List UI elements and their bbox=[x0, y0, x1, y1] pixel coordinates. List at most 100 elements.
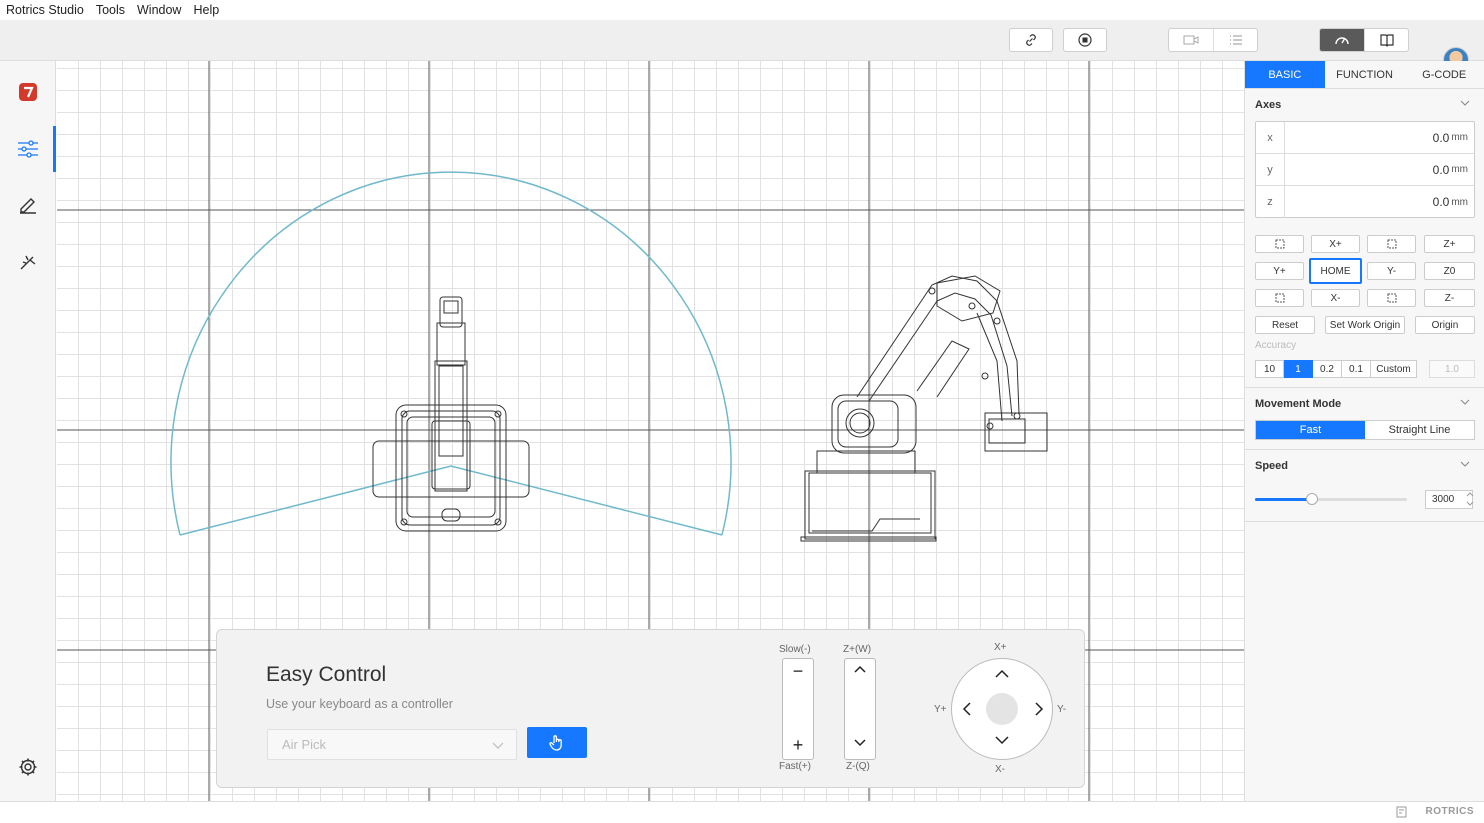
jog-x-plus-button[interactable]: X+ bbox=[1311, 235, 1360, 253]
camera-button[interactable] bbox=[1169, 29, 1213, 51]
arrow-up-icon[interactable] bbox=[994, 667, 1010, 684]
x-plus-label: X+ bbox=[994, 642, 1007, 653]
end-effector-select[interactable]: Air Pick bbox=[267, 729, 517, 760]
accuracy-selector: 10 1 0.2 0.1 Custom bbox=[1255, 360, 1417, 378]
laser-icon bbox=[20, 255, 36, 270]
chevron-down-icon[interactable] bbox=[1460, 99, 1470, 110]
menu-app[interactable]: Rotrics Studio bbox=[6, 3, 84, 17]
chevron-down-icon bbox=[492, 738, 504, 753]
jog-y-plus-button[interactable]: Y+ bbox=[1255, 262, 1304, 280]
panel-tabs: BASIC FUNCTION G-CODE bbox=[1245, 61, 1484, 89]
view-toggle-group bbox=[1168, 28, 1258, 52]
sidebar-item-laser[interactable] bbox=[0, 239, 56, 285]
pad-center-knob[interactable] bbox=[986, 693, 1018, 725]
arrow-right-icon[interactable] bbox=[1032, 701, 1046, 720]
speed-slider-track[interactable] bbox=[1255, 498, 1407, 501]
sidebar-item-draw[interactable] bbox=[0, 181, 56, 227]
jog-z0-button[interactable]: Z0 bbox=[1424, 262, 1475, 280]
chevron-down-icon[interactable] bbox=[1460, 398, 1470, 409]
jog-diagonal-button[interactable] bbox=[1255, 235, 1304, 253]
menu-window[interactable]: Window bbox=[137, 3, 182, 17]
z-up-label: Z+(W) bbox=[843, 644, 872, 655]
tab-gcode[interactable]: G-CODE bbox=[1422, 68, 1467, 81]
brand-label: ROTRICS bbox=[1425, 806, 1474, 817]
accuracy-option[interactable]: 0.2 bbox=[1313, 360, 1342, 378]
jog-z-minus-button[interactable]: Z- bbox=[1424, 289, 1475, 307]
chevron-down-icon[interactable] bbox=[845, 735, 875, 756]
axis-value-number: 0.0 bbox=[1432, 130, 1450, 145]
z-down-label: Z-(Q) bbox=[846, 761, 870, 772]
accuracy-option[interactable]: 10 bbox=[1255, 360, 1284, 378]
sidebar-item-control[interactable] bbox=[0, 126, 56, 172]
jog-diagonal-button[interactable] bbox=[1255, 289, 1304, 307]
arm-side-view bbox=[800, 275, 1048, 542]
stepper-arrows-icon bbox=[1466, 492, 1474, 506]
enable-keyboard-button[interactable] bbox=[527, 727, 587, 758]
corner-icon bbox=[1387, 293, 1396, 303]
list-button[interactable] bbox=[1213, 29, 1257, 51]
status-bar: ROTRICS bbox=[0, 801, 1484, 821]
easy-control-title: Easy Control bbox=[266, 663, 387, 686]
speed-input[interactable]: 3000 bbox=[1425, 490, 1473, 509]
jog-z-plus-button[interactable]: Z+ bbox=[1424, 235, 1475, 253]
axis-name: y bbox=[1256, 154, 1285, 185]
tab-basic[interactable]: BASIC bbox=[1245, 61, 1325, 88]
xy-direction-pad[interactable] bbox=[951, 658, 1053, 760]
axis-name: x bbox=[1256, 122, 1285, 153]
divider bbox=[1245, 521, 1484, 522]
jog-diagonal-button[interactable] bbox=[1367, 235, 1416, 253]
movement-mode-toggle: Fast Straight Line bbox=[1255, 420, 1475, 440]
control-mode-button[interactable] bbox=[1320, 29, 1364, 51]
axes-section-title[interactable]: Axes bbox=[1255, 99, 1282, 111]
chevron-down-icon[interactable] bbox=[1460, 460, 1470, 471]
plus-icon[interactable]: + bbox=[792, 735, 804, 755]
set-work-origin-button[interactable]: Set Work Origin bbox=[1325, 316, 1405, 334]
axis-unit: mm bbox=[1451, 164, 1468, 175]
axis-value-number: 0.0 bbox=[1432, 162, 1450, 177]
camera-icon bbox=[1183, 35, 1199, 45]
rotrics-logo-icon bbox=[19, 83, 37, 101]
minus-icon[interactable]: − bbox=[792, 661, 804, 681]
home-button[interactable]: HOME bbox=[1309, 258, 1362, 284]
reset-button[interactable]: Reset bbox=[1255, 316, 1315, 334]
workspace-boundary bbox=[170, 171, 732, 536]
accuracy-option[interactable]: 1 bbox=[1284, 360, 1313, 378]
speed-slider-thumb[interactable] bbox=[1306, 493, 1318, 505]
sliders-icon bbox=[18, 140, 38, 158]
jog-diagonal-button[interactable] bbox=[1367, 289, 1416, 307]
stop-button[interactable] bbox=[1063, 28, 1107, 52]
speed-stepper[interactable] bbox=[1465, 490, 1475, 509]
chevron-up-icon[interactable] bbox=[845, 661, 875, 682]
origin-button[interactable]: Origin bbox=[1415, 316, 1475, 334]
z-bar-control[interactable] bbox=[844, 658, 876, 760]
accuracy-custom-input[interactable]: 1.0 bbox=[1429, 360, 1475, 378]
connect-button[interactable] bbox=[1009, 28, 1053, 52]
note-icon[interactable] bbox=[1396, 805, 1408, 823]
stop-icon bbox=[1078, 33, 1092, 47]
arrow-left-icon[interactable] bbox=[960, 701, 974, 720]
tab-function[interactable]: FUNCTION bbox=[1336, 68, 1393, 81]
mode-fast[interactable]: Fast bbox=[1256, 421, 1365, 439]
sidebar-item-settings[interactable] bbox=[0, 744, 56, 790]
jog-x-minus-button[interactable]: X- bbox=[1311, 289, 1360, 307]
slow-label: Slow(-) bbox=[779, 644, 811, 655]
jog-y-minus-button[interactable]: Y- bbox=[1367, 262, 1416, 280]
speed-bar-control[interactable]: − + bbox=[782, 658, 814, 760]
menu-tools[interactable]: Tools bbox=[95, 3, 125, 17]
guide-mode-button[interactable] bbox=[1364, 29, 1408, 51]
accuracy-option-custom[interactable]: Custom bbox=[1371, 360, 1417, 378]
y-minus-label: Y- bbox=[1057, 704, 1067, 715]
accuracy-option[interactable]: 0.1 bbox=[1342, 360, 1371, 378]
x-minus-label: X- bbox=[995, 764, 1005, 775]
pen-icon bbox=[20, 198, 36, 214]
speed-title[interactable]: Speed bbox=[1255, 460, 1289, 472]
arrow-down-icon[interactable] bbox=[994, 733, 1010, 750]
menu-help[interactable]: Help bbox=[193, 3, 220, 17]
mode-straight-line[interactable]: Straight Line bbox=[1388, 424, 1451, 436]
link-icon bbox=[1026, 34, 1036, 46]
movement-mode-title[interactable]: Movement Mode bbox=[1255, 398, 1342, 410]
